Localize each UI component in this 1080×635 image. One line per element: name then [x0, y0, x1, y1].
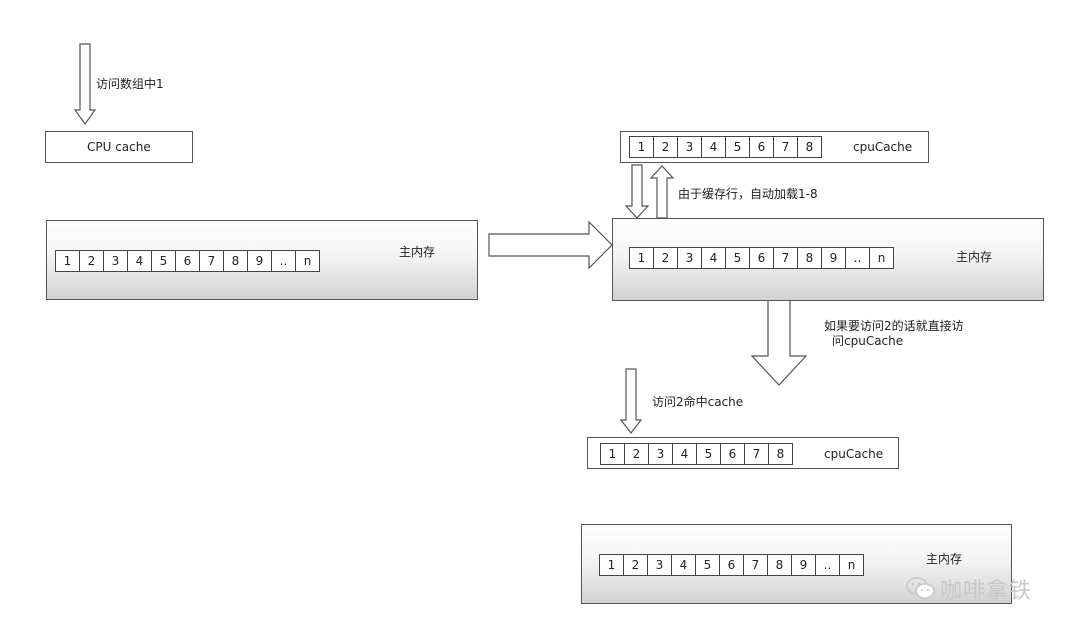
memory-cell: 4 [127, 250, 152, 272]
memory-cell: 6 [719, 554, 744, 576]
wechat-logo-icon [906, 577, 935, 599]
memory-cell: .. [815, 554, 840, 576]
cache-cell: 5 [696, 443, 721, 465]
memory-cell: 4 [701, 247, 726, 269]
main-memory-label: 主内存 [926, 552, 963, 566]
memory-cells-right: 1 2 3 4 5 6 7 8 9 .. n [629, 247, 894, 269]
cache-cells-bottom: 1 2 3 4 5 6 7 8 [600, 443, 793, 465]
memory-cell: 9 [821, 247, 846, 269]
memory-cell: 7 [199, 250, 224, 272]
cpu-cache-box-bottom: 1 2 3 4 5 6 7 8 cpuCache [587, 437, 899, 469]
big-down-arrow [750, 299, 808, 386]
memory-cell: 1 [55, 250, 80, 272]
direct-access-label-line1: 如果要访问2的话就直接访 [824, 319, 964, 333]
memory-cell: .. [845, 247, 870, 269]
main-memory-label: 主内存 [399, 245, 436, 259]
memory-cells-left: 1 2 3 4 5 6 7 8 9 .. n [55, 250, 320, 272]
cache-cell: 4 [701, 136, 726, 158]
right-arrow-transfer [488, 220, 613, 270]
watermark-text: 咖啡拿铁 [940, 579, 1033, 604]
memory-cell: 6 [175, 250, 200, 272]
memory-cell: 8 [797, 247, 822, 269]
main-memory-label: 主内存 [956, 250, 993, 264]
cache-cell: 3 [648, 443, 673, 465]
cache-cell: 2 [624, 443, 649, 465]
memory-cell: n [295, 250, 320, 272]
memory-cell: 8 [767, 554, 792, 576]
memory-cell: 2 [79, 250, 104, 272]
cpu-cache-label-bottom: cpuCache [824, 447, 884, 461]
memory-cell: 9 [791, 554, 816, 576]
memory-cell: 5 [725, 247, 750, 269]
down-arrow-access-1 [73, 43, 97, 126]
cache-cell: 7 [744, 443, 769, 465]
main-memory-left: 1 2 3 4 5 6 7 8 9 .. n 主内存 [46, 220, 478, 300]
memory-cell: 7 [773, 247, 798, 269]
memory-cell: 3 [103, 250, 128, 272]
cache-cell: 8 [797, 136, 822, 158]
memory-cell: 2 [653, 247, 678, 269]
cache-cell: 2 [653, 136, 678, 158]
cpu-cache-label-top: cpuCache [853, 140, 913, 154]
main-memory-right: 1 2 3 4 5 6 7 8 9 .. n 主内存 [612, 218, 1044, 301]
memory-cell: 5 [151, 250, 176, 272]
memory-cell: n [839, 554, 864, 576]
memory-cell: 2 [623, 554, 648, 576]
access-array-1-label: 访问数组中1 [96, 77, 164, 91]
memory-cell: 3 [647, 554, 672, 576]
cache-cell: 6 [720, 443, 745, 465]
up-arrow-memory-to-cache [649, 165, 675, 219]
down-arrow-access-2 [619, 368, 643, 434]
memory-cell: 4 [671, 554, 696, 576]
memory-cell: 8 [223, 250, 248, 272]
memory-cell: 9 [247, 250, 272, 272]
cpu-cache-box-top-right: 1 2 3 4 5 6 7 8 cpuCache [620, 131, 929, 163]
cache-cell: 3 [677, 136, 702, 158]
down-arrow-cache-to-memory [624, 164, 650, 219]
main-memory-bottom: 1 2 3 4 5 6 7 8 9 .. n 主内存 [581, 524, 1012, 604]
cache-cell: 7 [773, 136, 798, 158]
memory-cell: 5 [695, 554, 720, 576]
cache-cell: 8 [768, 443, 793, 465]
memory-cell: n [869, 247, 894, 269]
access-hit-cache-label: 访问2命中cache [652, 395, 744, 409]
memory-cell: 1 [599, 554, 624, 576]
cache-cells-top: 1 2 3 4 5 6 7 8 [629, 136, 822, 158]
memory-cells-bottom: 1 2 3 4 5 6 7 8 9 .. n [599, 554, 864, 576]
memory-cell: 6 [749, 247, 774, 269]
cpu-cache-label: CPU cache [87, 140, 151, 154]
memory-cell: .. [271, 250, 296, 272]
cacheline-load-label: 由于缓存行，自动加载1-8 [678, 187, 818, 201]
memory-cell: 1 [629, 247, 654, 269]
cache-cell: 1 [600, 443, 625, 465]
cache-cell: 5 [725, 136, 750, 158]
direct-access-label-line2: 问cpuCache [832, 334, 904, 348]
cache-cell: 1 [629, 136, 654, 158]
cpu-cache-box: CPU cache [45, 131, 193, 163]
cache-cell: 4 [672, 443, 697, 465]
memory-cell: 3 [677, 247, 702, 269]
cache-cell: 6 [749, 136, 774, 158]
memory-cell: 7 [743, 554, 768, 576]
